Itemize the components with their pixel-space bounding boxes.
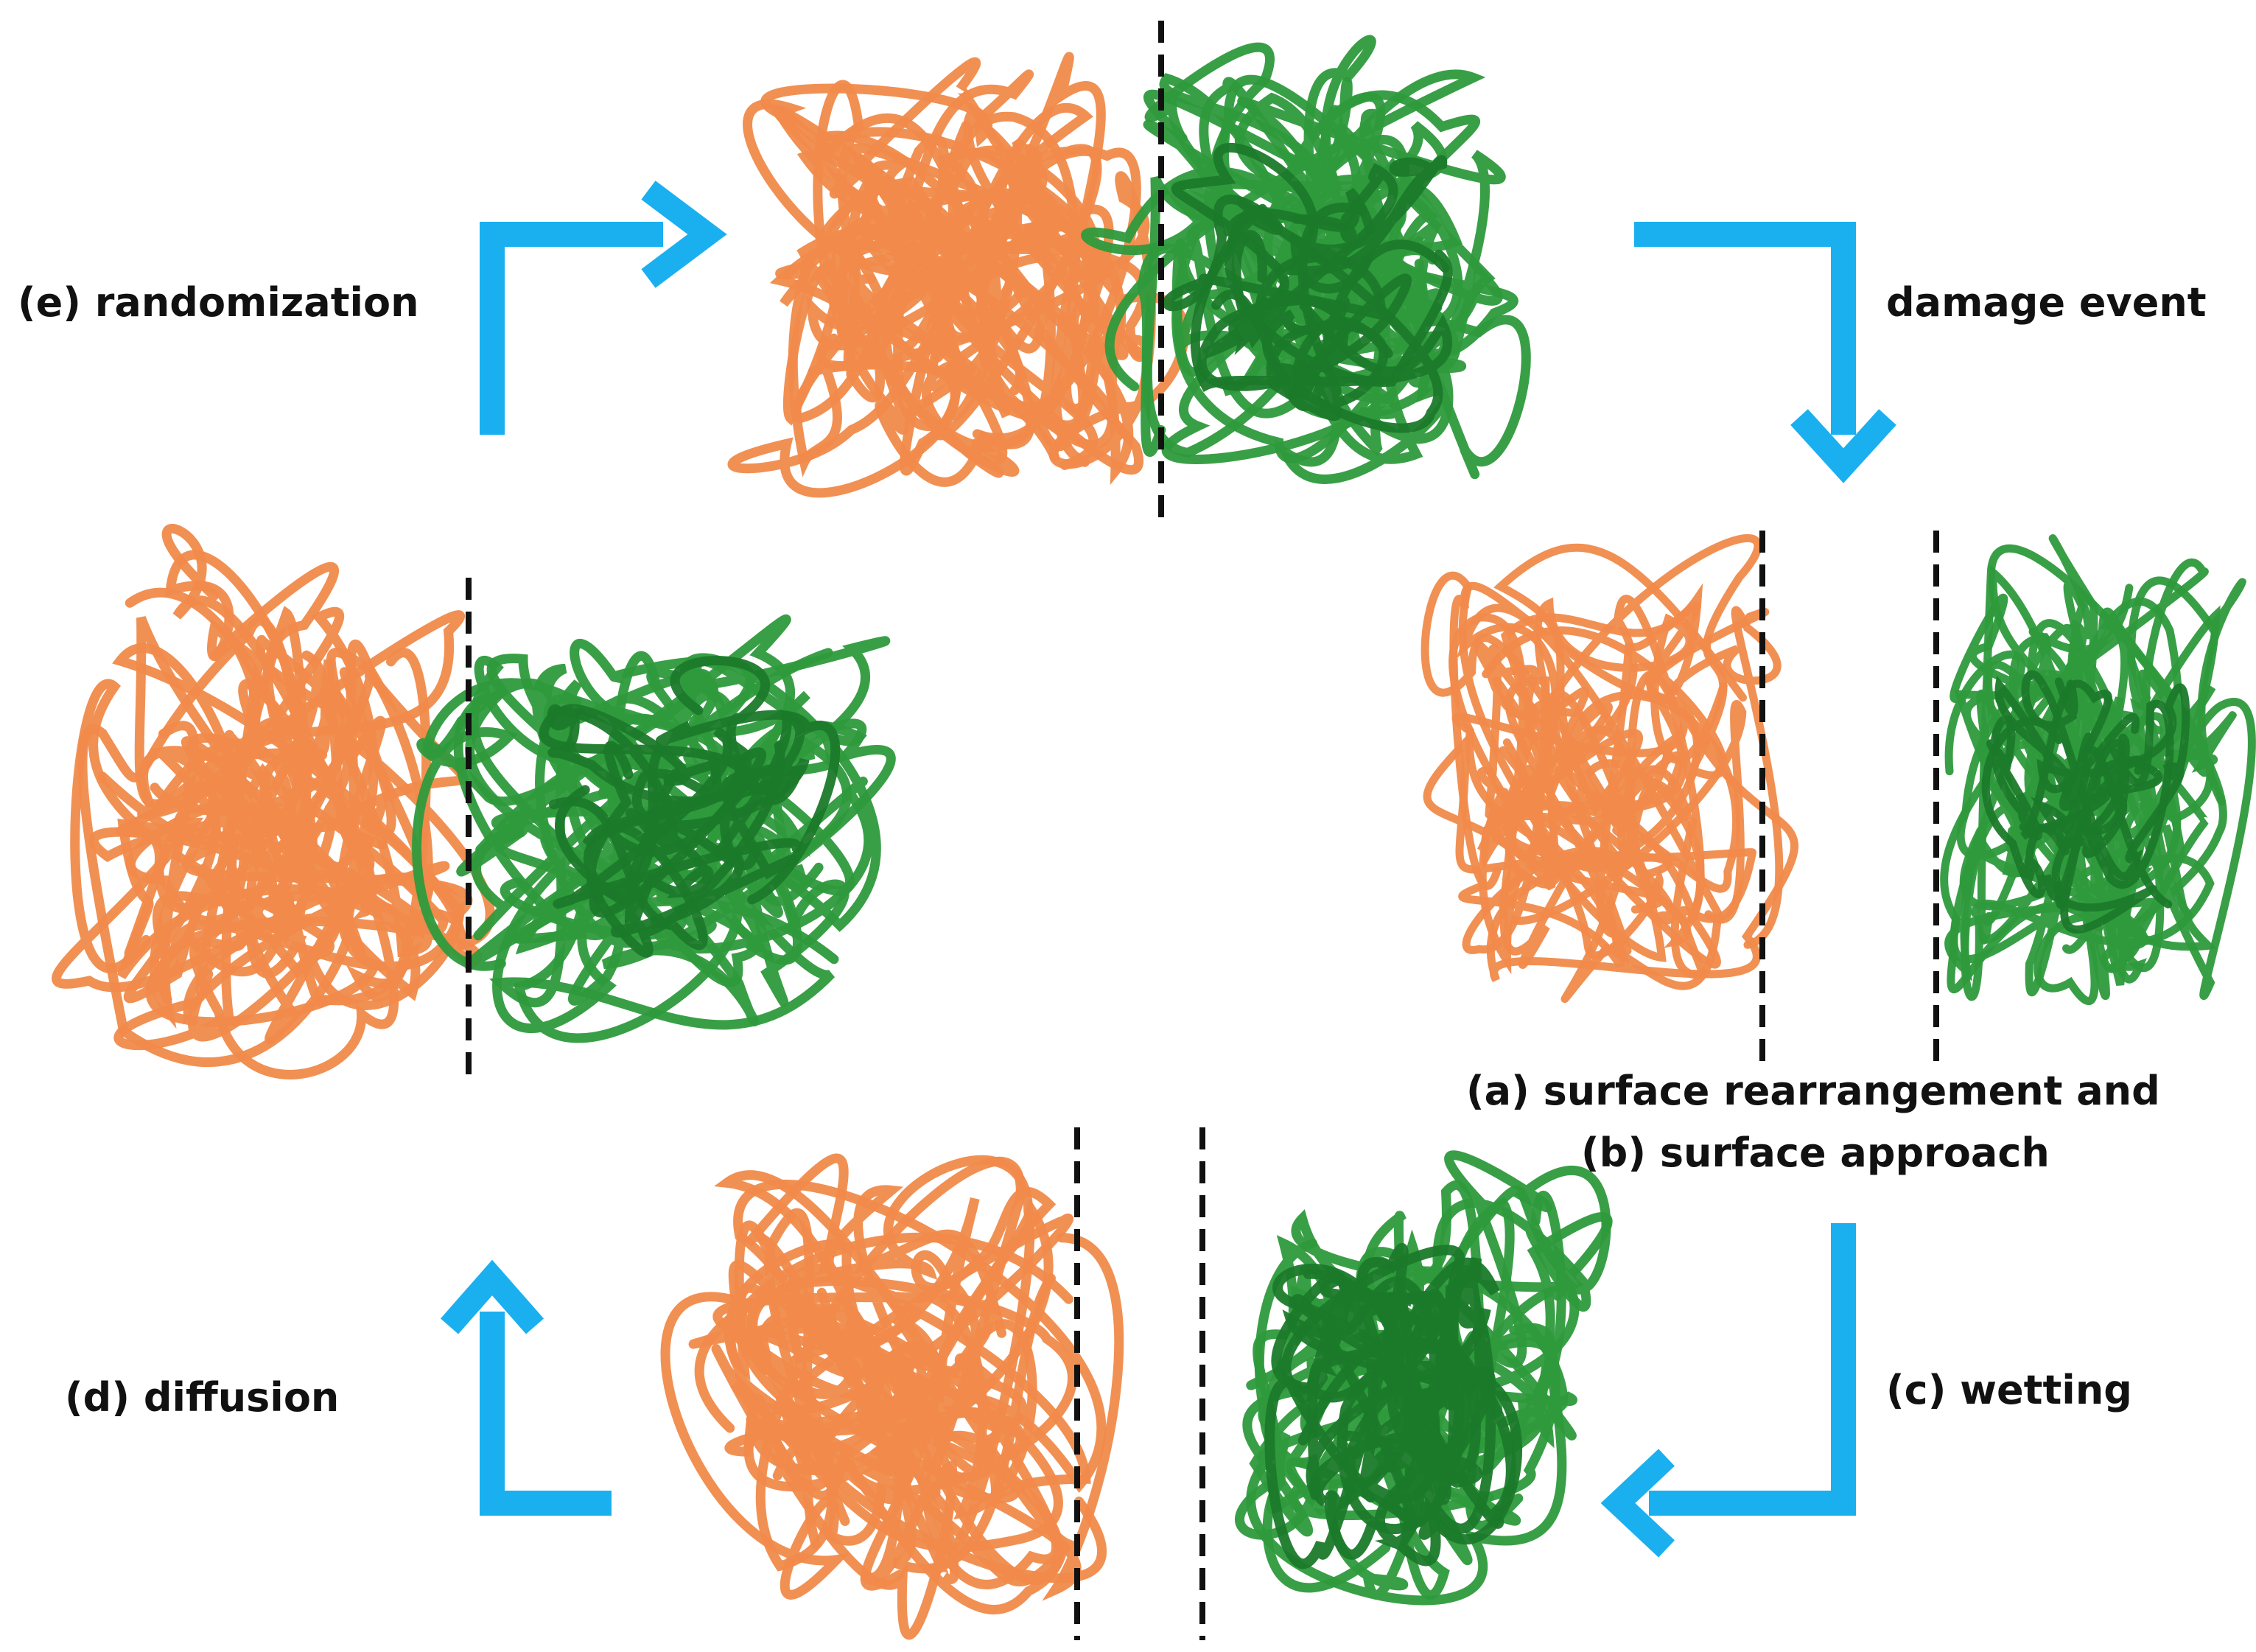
orange-coil-left	[52, 524, 495, 1079]
label-wetting: (c) wetting	[1886, 1367, 2132, 1413]
green-coil-bottom	[1235, 1150, 1613, 1606]
label-surface-approach: (b) surface approach	[1581, 1130, 2050, 1176]
orange-coil-right	[1420, 533, 1798, 1003]
label-randomization: (e) randomization	[18, 279, 419, 326]
arrow-top-left	[480, 181, 727, 435]
orange-coil-top	[727, 52, 1190, 498]
green-coil-right	[1940, 534, 2256, 1005]
arrow-bottom-left	[440, 1259, 612, 1516]
arrow-bottom-right	[1600, 1223, 1856, 1558]
label-surface-rearrangement: (a) surface rearrangement and	[1466, 1068, 2160, 1114]
green-coil-left	[412, 614, 896, 1043]
label-damage-event: damage event	[1886, 279, 2207, 326]
green-coil-top	[1081, 35, 1531, 484]
orange-coil-bottom	[660, 1153, 1124, 1640]
arrow-top-right	[1634, 222, 1896, 483]
label-diffusion: (d) diffusion	[65, 1374, 340, 1421]
